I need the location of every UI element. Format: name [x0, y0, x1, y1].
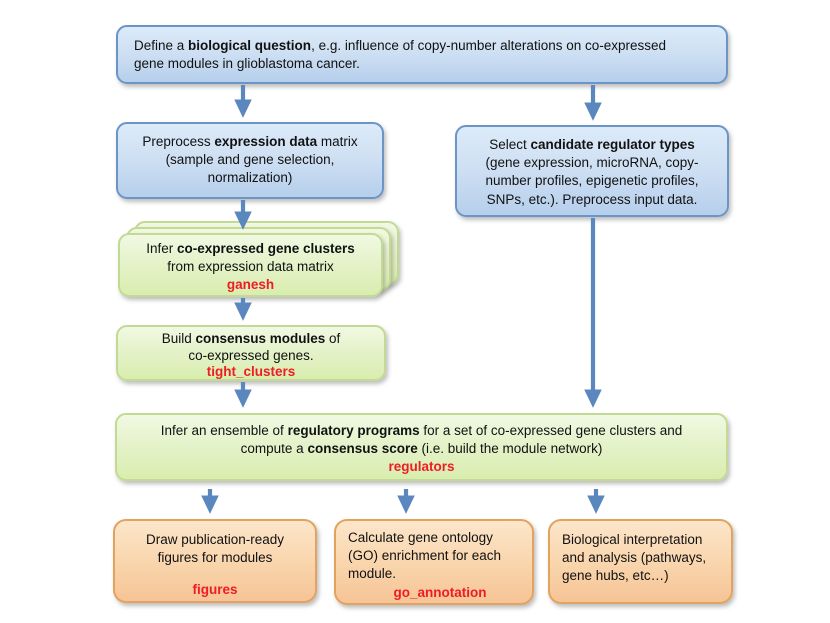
- build-line1: Build consensus modules of: [161, 331, 341, 346]
- box-go-enrichment: Calculate gene ontology (GO) enrichment …: [334, 519, 534, 605]
- go-line2: (GO) enrichment for each: [348, 548, 502, 564]
- define-question-line2: gene modules in glioblastoma cancer.: [134, 56, 360, 72]
- clusters-line1: Infer co-expressed gene clusters: [146, 241, 355, 256]
- box-preprocess-expression: Preprocess expression data matrix (sampl…: [116, 122, 384, 199]
- select-line2: (gene expression, microRNA, copy-: [485, 155, 699, 171]
- preprocess-line3: normalization): [207, 170, 293, 186]
- go-line1: Calculate gene ontology: [348, 530, 493, 545]
- figures-label: figures: [192, 582, 238, 598]
- box-infer-clusters: Infer co-expressed gene clusters from ex…: [118, 233, 383, 297]
- interp-line2: and analysis (pathways,: [562, 550, 707, 566]
- preprocess-line2: (sample and gene selection,: [165, 152, 335, 168]
- box-biological-interpretation: Biological interpretation and analysis (…: [548, 519, 733, 604]
- network-line1: Infer an ensemble of regulatory programs…: [160, 423, 683, 438]
- select-line3: number profiles, epigenetic profiles,: [485, 173, 699, 189]
- tight-clusters-label: tight_clusters: [206, 364, 296, 380]
- regulators-label: regulators: [388, 459, 455, 475]
- network-line2: compute a consensus score (i.e. build th…: [240, 441, 603, 457]
- box-define-question: Define a biological question, e.g. influ…: [116, 25, 728, 84]
- figures-line2: figures for modules: [157, 550, 273, 566]
- clusters-line2: from expression data matrix: [167, 259, 334, 275]
- box-module-network: Infer an ensemble of regulatory programs…: [115, 413, 728, 481]
- interp-line3: gene hubs, etc…): [562, 568, 669, 584]
- box-draw-figures: Draw publication-ready figures for modul…: [113, 519, 317, 603]
- select-line1: Select candidate regulator types: [489, 137, 695, 152]
- define-question-line1: Define a biological question, e.g. influ…: [134, 38, 667, 53]
- go-annotation-label: go_annotation: [393, 584, 487, 600]
- select-line4: SNPs, etc.). Preprocess input data.: [486, 191, 698, 207]
- figures-line1: Draw publication-ready: [145, 532, 285, 547]
- box-select-regulator-types: Select candidate regulator types (gene e…: [455, 125, 729, 217]
- preprocess-line1: Preprocess expression data matrix: [142, 134, 358, 149]
- build-line2: co-expressed genes.: [188, 347, 314, 363]
- go-line3: module.: [348, 566, 397, 582]
- box-build-consensus-modules: Build consensus modules of co-expressed …: [116, 325, 386, 381]
- ganesh-label: ganesh: [226, 277, 275, 293]
- interp-line1: Biological interpretation: [562, 532, 703, 547]
